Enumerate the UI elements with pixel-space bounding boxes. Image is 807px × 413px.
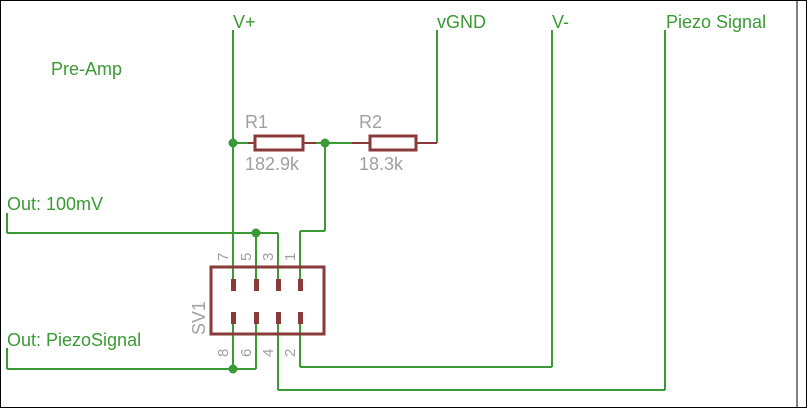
sv1-pins bbox=[231, 279, 303, 324]
out-piezosignal-label: Out: PiezoSignal bbox=[7, 330, 141, 350]
junction-out100 bbox=[251, 228, 261, 238]
pin-number-3: 3 bbox=[260, 253, 277, 261]
piezo-signal-label: Piezo Signal bbox=[666, 12, 766, 32]
title-label: Pre-Amp bbox=[51, 59, 122, 79]
pin-number-2: 2 bbox=[282, 349, 299, 357]
vminus-label: V- bbox=[552, 12, 569, 32]
r1-value: 182.9k bbox=[245, 154, 300, 174]
pin-number-4: 4 bbox=[260, 349, 277, 357]
sv1-name: SV1 bbox=[189, 301, 209, 335]
r1-body bbox=[253, 134, 305, 152]
junction-r1-left bbox=[228, 138, 238, 148]
sv1-body bbox=[209, 265, 326, 336]
pin-number-5: 5 bbox=[238, 253, 255, 261]
r2-name: R2 bbox=[359, 112, 382, 132]
pin-number-1: 1 bbox=[282, 253, 299, 261]
r2-body bbox=[368, 134, 418, 152]
pin-number-7: 7 bbox=[215, 253, 232, 261]
junction-outpiezo bbox=[228, 364, 238, 374]
r1-name: R1 bbox=[245, 112, 268, 132]
vplus-label: V+ bbox=[233, 12, 256, 32]
vgnd-label: vGND bbox=[437, 12, 486, 32]
out-100mv-label: Out: 100mV bbox=[7, 194, 103, 214]
pin-number-8: 8 bbox=[215, 349, 232, 357]
junction-r1-r2 bbox=[320, 138, 330, 148]
r2-value: 18.3k bbox=[359, 154, 404, 174]
pin-number-6: 6 bbox=[238, 349, 255, 357]
